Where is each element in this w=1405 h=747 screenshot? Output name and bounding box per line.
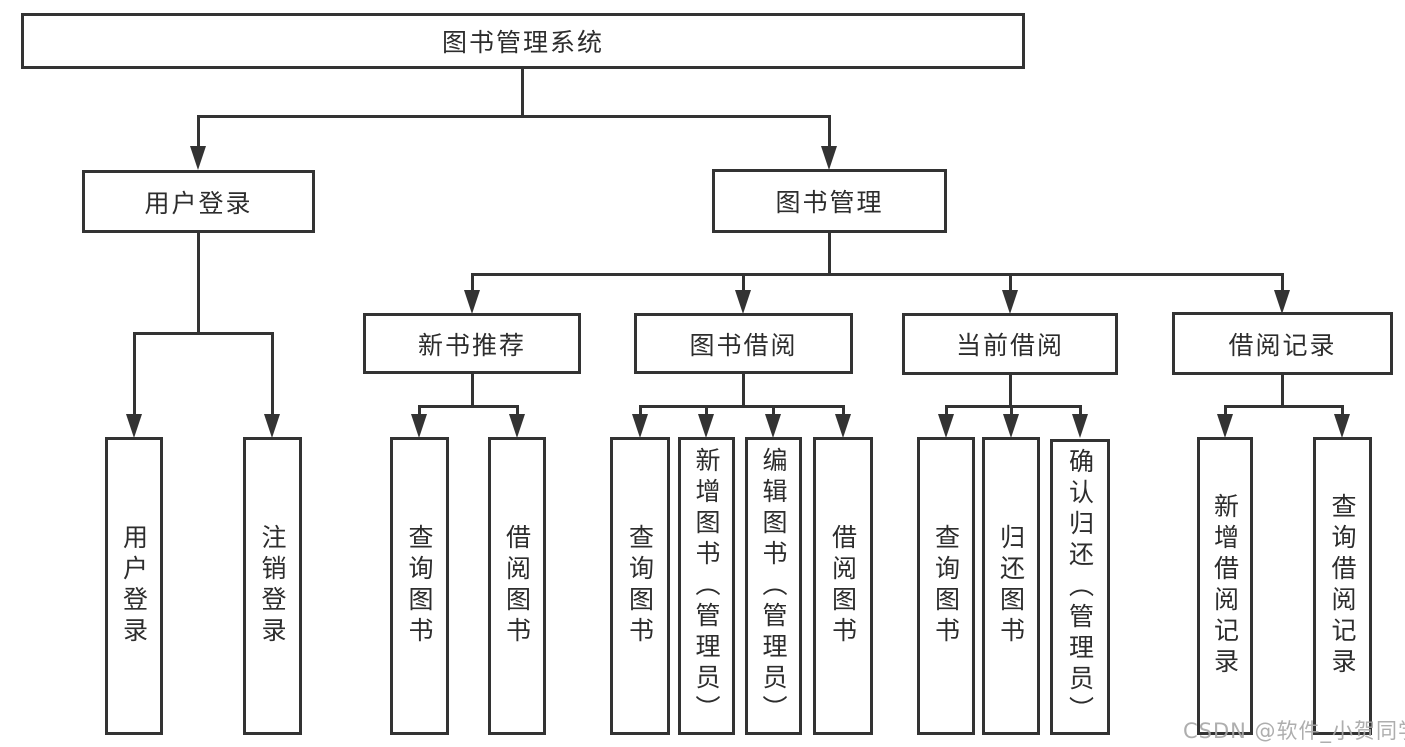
arrow-down-icon <box>765 414 781 438</box>
arrow-down-icon <box>735 290 751 314</box>
leaf-label: 查询图书 <box>931 524 961 648</box>
connector-line <box>639 405 845 408</box>
arrow-down-icon <box>632 414 648 438</box>
leaf-label: 归还图书 <box>996 524 1026 648</box>
leaf-borrow-books-rec: 借阅图书 <box>488 437 546 735</box>
leaf-label: 用户登录 <box>119 524 149 648</box>
leaf-label: 借阅图书 <box>828 524 858 648</box>
leaf-query-books-rec: 查询图书 <box>390 437 449 735</box>
connector-line <box>1224 405 1227 416</box>
connector-line <box>1079 405 1082 416</box>
leaf-query-books-current: 查询图书 <box>917 437 975 735</box>
leaf-label: 借阅图书 <box>502 524 532 648</box>
node-book-management: 图书管理 <box>712 169 947 233</box>
arrow-down-icon <box>938 414 954 438</box>
connector-line <box>828 115 831 148</box>
arrow-down-icon <box>1334 414 1350 438</box>
connector-line <box>133 332 136 416</box>
connector-line <box>945 405 1082 408</box>
node-borrowing-records: 借阅记录 <box>1172 312 1393 375</box>
leaf-label: 查询借阅记录 <box>1328 493 1357 679</box>
arrow-down-icon <box>264 414 280 438</box>
connector-line <box>1009 273 1012 292</box>
connector-line <box>1224 405 1344 408</box>
connector-line <box>133 332 274 335</box>
connector-line <box>705 405 708 416</box>
connector-line <box>471 273 474 292</box>
connector-line <box>842 405 845 416</box>
arrow-down-icon <box>411 414 427 438</box>
node-new-book-recommendation: 新书推荐 <box>363 313 581 374</box>
node-book-borrowing: 图书借阅 <box>634 313 853 374</box>
arrow-down-icon <box>1003 414 1019 438</box>
leaf-borrow-books: 借阅图书 <box>813 437 873 735</box>
connector-line <box>945 405 948 416</box>
connector-line <box>271 332 274 416</box>
arrow-down-icon <box>190 146 206 170</box>
leaf-label: 新增借阅记录 <box>1210 493 1240 679</box>
leaf-label: 查询图书 <box>405 524 434 648</box>
connector-line <box>742 373 745 408</box>
connector-line <box>1281 374 1284 408</box>
arrow-down-icon <box>509 414 525 438</box>
connector-line <box>1010 405 1013 416</box>
leaf-edit-books-admin: 编辑图书（管理员） <box>745 437 802 735</box>
connector-line <box>471 373 474 408</box>
node-user-login: 用户登录 <box>82 170 315 233</box>
leaf-confirm-return-admin: 确认归还（管理员） <box>1050 439 1110 735</box>
leaf-label: 编辑图书（管理员） <box>759 446 788 726</box>
connector-line <box>418 405 519 408</box>
connector-line <box>1281 273 1284 292</box>
connector-line <box>521 68 524 116</box>
connector-line <box>828 233 831 276</box>
arrow-down-icon <box>464 290 480 314</box>
arrow-down-icon <box>1072 414 1088 438</box>
connector-line <box>1341 405 1344 416</box>
leaf-label: 确认归还（管理员） <box>1065 447 1095 727</box>
connector-line <box>197 115 830 118</box>
leaf-user-login: 用户登录 <box>105 437 163 735</box>
leaf-add-books-admin: 新增图书（管理员） <box>678 437 735 735</box>
connector-line <box>742 273 745 292</box>
connector-line <box>418 405 421 416</box>
connector-line <box>197 115 200 148</box>
leaf-return-books: 归还图书 <box>982 437 1040 735</box>
arrow-down-icon <box>698 414 714 438</box>
csdn-watermark: CSDN @软件_小贺同学 <box>1183 719 1405 743</box>
leaf-label: 查询图书 <box>625 524 655 648</box>
connector-line <box>639 405 642 416</box>
leaf-label: 注销登录 <box>258 524 287 648</box>
connector-line <box>516 405 519 416</box>
node-current-borrowing: 当前借阅 <box>902 313 1118 375</box>
arrow-down-icon <box>835 414 851 438</box>
leaf-logout: 注销登录 <box>243 437 302 735</box>
leaf-query-books-borrow: 查询图书 <box>610 437 670 735</box>
node-root: 图书管理系统 <box>21 13 1025 69</box>
leaf-label: 新增图书（管理员） <box>692 446 721 726</box>
arrow-down-icon <box>126 414 142 438</box>
connector-line <box>197 233 200 335</box>
leaf-add-borrow-record: 新增借阅记录 <box>1197 437 1253 735</box>
connector-line <box>471 273 1284 276</box>
leaf-query-borrow-record: 查询借阅记录 <box>1313 437 1372 735</box>
arrow-down-icon <box>821 146 837 170</box>
arrow-down-icon <box>1217 414 1233 438</box>
arrow-down-icon <box>1274 290 1290 314</box>
connector-line <box>1009 374 1012 408</box>
arrow-down-icon <box>1002 290 1018 314</box>
connector-line <box>772 405 775 416</box>
